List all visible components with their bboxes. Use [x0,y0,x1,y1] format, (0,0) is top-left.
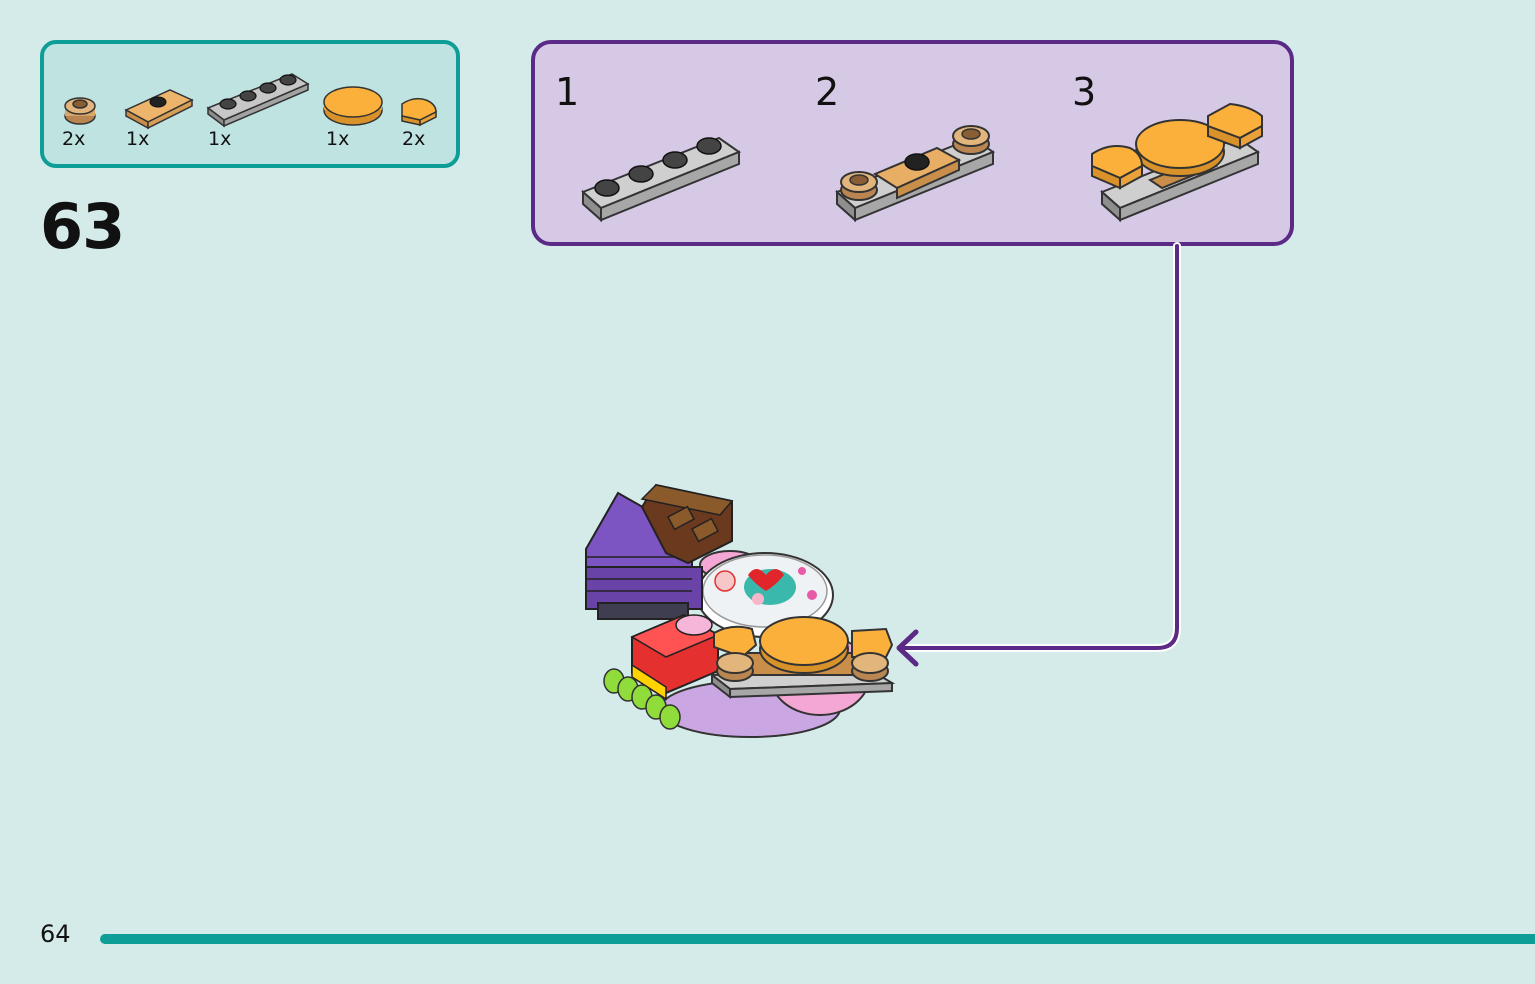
gray-plate-assembly-icon [581,136,742,223]
part-quantity: 1x [126,128,150,150]
part-quantity: 2x [62,128,86,150]
page-number: 64 [40,920,71,948]
step-number: 63 [40,190,125,263]
sub-step-number: 2 [815,70,840,114]
sub-step-1: 1 [555,44,805,244]
part-quantity: 1x [208,128,232,150]
orange-tile-assembly-icon [1091,102,1263,223]
part-quantity: 1x [326,128,350,150]
sub-step-number: 3 [1072,70,1097,114]
sub-assembly-box: 1 2 3 [531,40,1294,246]
tan-plate-assembly-icon [835,125,996,223]
parts-list-box: 2x 1x 1x 1x [40,40,460,168]
footer-divider [100,934,1535,944]
sub-step-number: 1 [555,70,580,114]
sub-step-2: 2 [815,44,1065,244]
part-quantity: 2x [402,128,426,150]
sub-step-3: 3 [1072,44,1322,244]
candy-cart-model-illustration [585,483,896,738]
